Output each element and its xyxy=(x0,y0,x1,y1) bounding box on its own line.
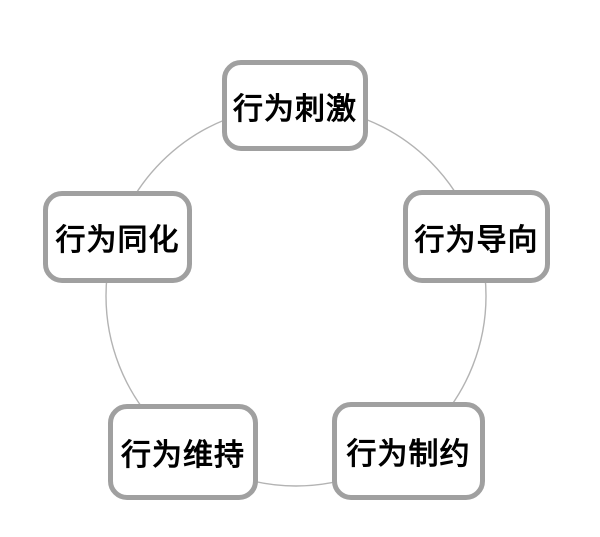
node-label: 行为导向 xyxy=(414,222,539,258)
node-label: 行为刺激 xyxy=(233,91,357,127)
node-label: 行为制约 xyxy=(346,437,471,472)
node-behavior-orientation: 行为导向 xyxy=(403,190,550,283)
node-label: 行为维持 xyxy=(121,438,245,473)
node-label: 行为同化 xyxy=(55,223,180,258)
node-behavior-maintenance: 行为维持 xyxy=(108,404,258,500)
node-behavior-assimilation: 行为同化 xyxy=(43,191,192,283)
node-behavior-stimulation: 行为刺激 xyxy=(222,60,368,151)
node-behavior-constraint: 行为制约 xyxy=(332,402,485,500)
